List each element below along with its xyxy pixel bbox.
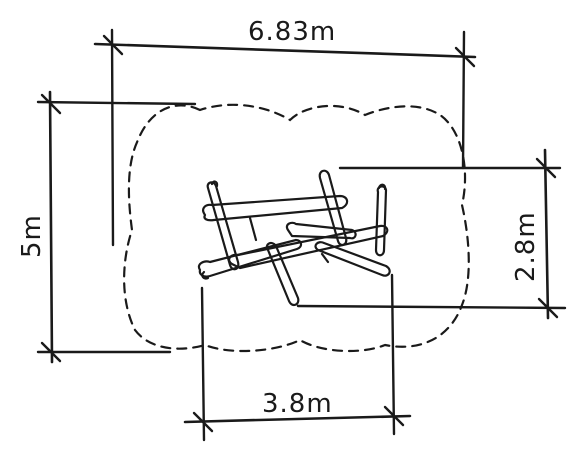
post-right xyxy=(374,185,388,257)
equipment-depth-dimension: 2.8m xyxy=(296,148,567,320)
overall-depth-dimension: 5m xyxy=(17,90,197,364)
log-top xyxy=(202,194,349,222)
log-lower-right xyxy=(314,241,391,277)
log-diagonal xyxy=(265,241,300,307)
overall-width-label: 6.83m xyxy=(248,17,336,47)
log-cross-right xyxy=(285,221,357,240)
equipment-width-dimension: 3.8m xyxy=(183,273,412,442)
equipment-depth-label: 2.8m xyxy=(511,211,541,282)
overall-width-dimension: 6.83m xyxy=(93,17,477,247)
safety-zone-outline xyxy=(123,103,470,353)
log-structure xyxy=(197,169,391,307)
equipment-width-label: 3.8m xyxy=(262,389,333,419)
overall-depth-label: 5m xyxy=(17,214,47,258)
